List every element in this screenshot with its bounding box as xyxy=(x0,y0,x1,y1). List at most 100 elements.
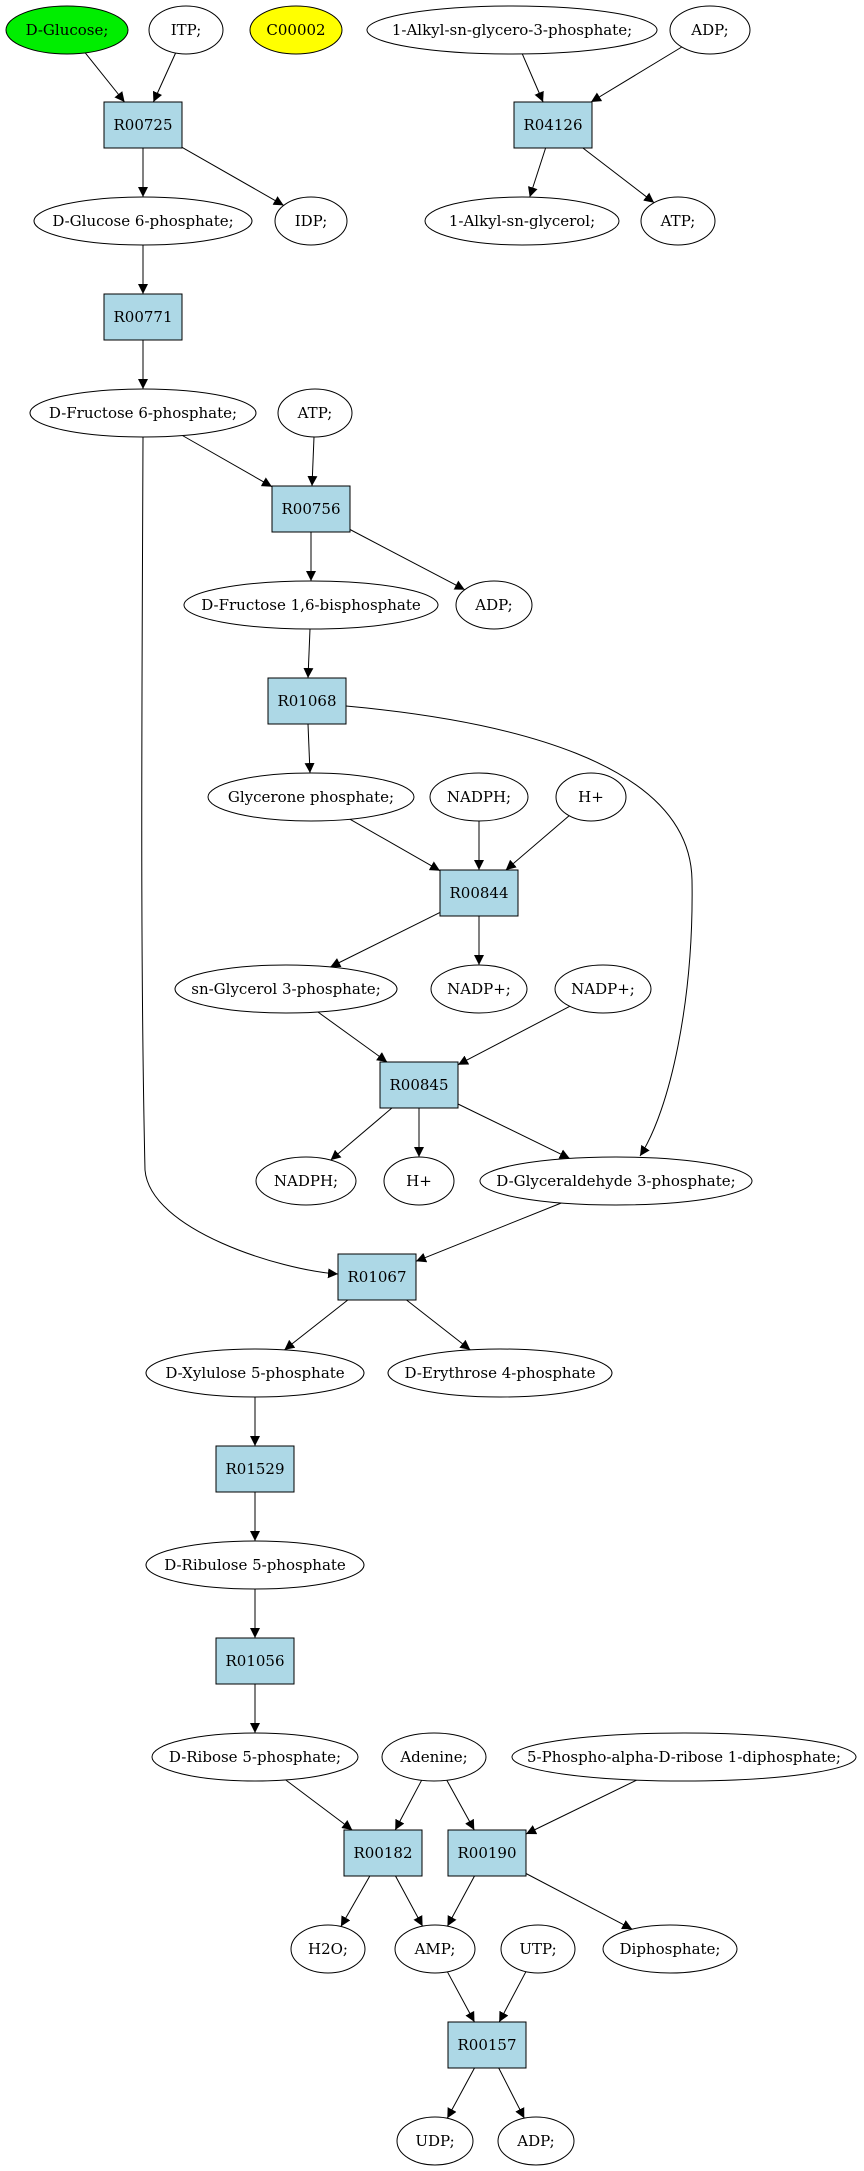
edge-r_R00182-to-c_h2o xyxy=(340,1875,371,1927)
compound-ellipse xyxy=(424,196,620,246)
edge-c_amp-to-r_R00157 xyxy=(446,1971,475,2023)
node-label: ATP; xyxy=(660,212,696,230)
compound-node-c_nadp1[interactable]: NADP+; xyxy=(430,964,528,1014)
node-label: D-Glucose; xyxy=(26,21,109,39)
reaction-node-r_R01067[interactable]: R01067 xyxy=(337,1253,417,1301)
node-label: Adenine; xyxy=(399,1748,467,1766)
compound-ellipse xyxy=(277,388,353,438)
edge-r_R01067-to-c_xu5p xyxy=(284,1299,349,1351)
node-label: R00725 xyxy=(113,116,172,134)
compound-ellipse xyxy=(33,196,253,246)
reaction-node-r_R00725[interactable]: R00725 xyxy=(103,101,183,149)
node-label: UTP; xyxy=(519,1940,556,1958)
edge-c_h1-to-r_R00844 xyxy=(505,815,570,871)
compound-node-c_prpp[interactable]: 5-Phospho-alpha-D-ribose 1-diphosphate; xyxy=(511,1732,857,1782)
compound-node-c_atp2[interactable]: ATP; xyxy=(277,388,353,438)
compound-node-c_g6p[interactable]: D-Glucose 6-phosphate; xyxy=(33,196,253,246)
edge-r_R00845-to-c_gap xyxy=(457,1103,570,1159)
compound-ellipse xyxy=(145,1348,365,1398)
edge-r_R04126-to-c_alkylglycerol xyxy=(528,147,547,198)
compound-node-c_e4p[interactable]: D-Erythrose 4-phosphate xyxy=(387,1348,613,1398)
compound-node-c_r5p[interactable]: D-Ribose 5-phosphate; xyxy=(151,1732,359,1782)
node-label: D-Ribose 5-phosphate; xyxy=(169,1748,341,1766)
compound-node-c_nadp2[interactable]: NADP+; xyxy=(554,964,652,1014)
node-label: ATP; xyxy=(297,404,333,422)
compound-node-c_utp[interactable]: UTP; xyxy=(500,1924,576,1974)
compound-ellipse xyxy=(383,1156,455,1206)
compound-ellipse xyxy=(148,5,224,55)
compound-node-c_glucose[interactable]: D-Glucose; xyxy=(5,5,129,55)
node-label: 5-Phospho-alpha-D-ribose 1-diphosphate; xyxy=(527,1748,841,1766)
compound-node-c_nadph2[interactable]: NADPH; xyxy=(255,1156,357,1206)
reaction-box xyxy=(447,2021,527,2069)
compound-ellipse xyxy=(500,1924,576,1974)
compound-node-c_alkylglycero3p[interactable]: 1-Alkyl-sn-glycero-3-phosphate; xyxy=(366,5,658,55)
node-label: R04126 xyxy=(523,116,582,134)
node-label: R00756 xyxy=(281,500,340,518)
compound-node-c_h2o[interactable]: H2O; xyxy=(290,1924,366,1974)
edge-c_gap-to-r_R01067 xyxy=(415,1202,562,1263)
compound-ellipse xyxy=(396,2116,474,2166)
edge-r_R00190-to-c_pp xyxy=(525,1873,633,1930)
compound-node-c_fbp[interactable]: D-Fructose 1,6-bisphosphate xyxy=(183,580,439,630)
compound-node-c_idp[interactable]: IDP; xyxy=(274,196,348,246)
node-label: H+ xyxy=(406,1172,432,1190)
compound-node-c_amp[interactable]: AMP; xyxy=(394,1924,476,1974)
compound-node-c_udp[interactable]: UDP; xyxy=(396,2116,474,2166)
edge-r_R00190-to-c_amp xyxy=(446,1875,475,1927)
compound-ellipse xyxy=(669,5,751,55)
reaction-node-r_R00182[interactable]: R00182 xyxy=(343,1829,423,1877)
compound-node-c_adenine[interactable]: Adenine; xyxy=(381,1732,487,1782)
compound-node-c_adp2[interactable]: ADP; xyxy=(455,580,533,630)
reaction-box xyxy=(215,1445,295,1493)
reaction-node-r_R00756[interactable]: R00756 xyxy=(271,485,351,533)
reaction-node-r_R00157[interactable]: R00157 xyxy=(447,2021,527,2069)
edge-c_glucose-to-r_R00725 xyxy=(84,52,125,103)
edge-c_dhap-to-r_R00844 xyxy=(349,818,441,872)
compound-node-c_xu5p[interactable]: D-Xylulose 5-phosphate xyxy=(145,1348,365,1398)
node-label: D-Glucose 6-phosphate; xyxy=(52,212,233,230)
edge-r_R04126-to-c_atp_top xyxy=(582,147,655,204)
edge-r_R00756-to-c_adp2 xyxy=(349,529,466,591)
node-label: C00002 xyxy=(266,21,325,39)
nodes: D-Glucose; ITP; C00002 1-Alkyl-sn-glycero-3… xyxy=(5,5,857,2166)
node-label: AMP; xyxy=(414,1940,456,1958)
compound-node-c_itp[interactable]: ITP; xyxy=(148,5,224,55)
compound-node-c_c00002[interactable]: C00002 xyxy=(249,5,343,55)
compound-node-c_h2[interactable]: H+ xyxy=(383,1156,455,1206)
edge-c_atp2-to-r_R00756 xyxy=(307,436,318,487)
reaction-node-r_R00845[interactable]: R00845 xyxy=(379,1061,459,1109)
reaction-node-r_R01529[interactable]: R01529 xyxy=(215,1445,295,1493)
compound-node-c_gap[interactable]: D-Glyceraldehyde 3-phosphate; xyxy=(479,1156,753,1206)
compound-node-c_nadph1[interactable]: NADPH; xyxy=(429,772,529,822)
reaction-node-r_R00190[interactable]: R00190 xyxy=(447,1829,527,1877)
compound-node-c_adp_top[interactable]: ADP; xyxy=(669,5,751,55)
reaction-node-r_R01056[interactable]: R01056 xyxy=(215,1637,295,1685)
edge-c_adenine-to-r_R00190 xyxy=(446,1780,475,1831)
node-label: D-Ribulose 5-phosphate xyxy=(164,1556,346,1574)
compound-node-c_atp_top[interactable]: ATP; xyxy=(640,196,716,246)
compound-ellipse xyxy=(151,1732,359,1782)
compound-ellipse xyxy=(640,196,716,246)
reaction-node-r_R00771[interactable]: R00771 xyxy=(103,293,183,341)
node-label: NADP+; xyxy=(571,980,635,998)
reaction-box xyxy=(513,101,593,149)
compound-node-c_ru5p[interactable]: D-Ribulose 5-phosphate xyxy=(145,1540,365,1590)
compound-node-c_g3p[interactable]: sn-Glycerol 3-phosphate; xyxy=(174,964,398,1014)
compound-node-c_h1[interactable]: H+ xyxy=(555,772,627,822)
compound-node-c_alkylglycerol[interactable]: 1-Alkyl-sn-glycerol; xyxy=(424,196,620,246)
edge-c_r5p-to-r_R00182 xyxy=(285,1779,353,1831)
compound-ellipse xyxy=(5,5,129,55)
reaction-node-r_R04126[interactable]: R04126 xyxy=(513,101,593,149)
compound-ellipse xyxy=(290,1924,366,1974)
reaction-box xyxy=(103,101,183,149)
reaction-node-r_R01068[interactable]: R01068 xyxy=(267,677,347,725)
compound-node-c_dhap[interactable]: Glycerone phosphate; xyxy=(207,772,415,822)
compound-ellipse xyxy=(255,1156,357,1206)
compound-node-c_adp_bottom[interactable]: ADP; xyxy=(497,2116,575,2166)
node-label: Glycerone phosphate; xyxy=(228,788,394,806)
edge-c_prpp-to-r_R00190 xyxy=(525,1779,637,1835)
compound-node-c_f6p[interactable]: D-Fructose 6-phosphate; xyxy=(29,388,257,438)
reaction-node-r_R00844[interactable]: R00844 xyxy=(439,869,519,917)
compound-node-c_pp[interactable]: Diphosphate; xyxy=(602,1924,738,1974)
